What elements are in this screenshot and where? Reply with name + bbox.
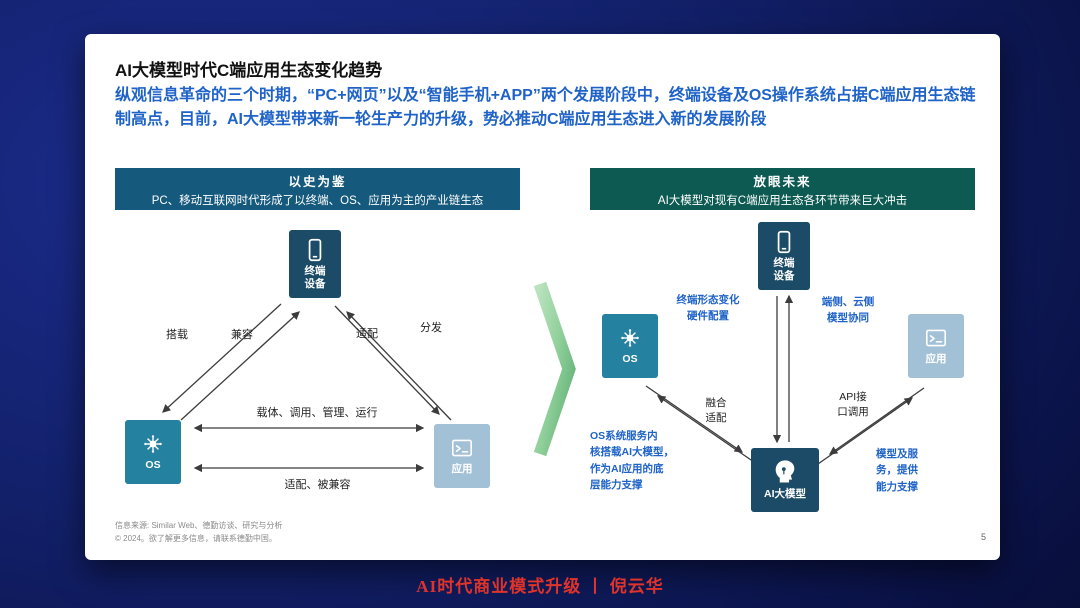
- transition-chevron-icon: [533, 281, 576, 457]
- edge-label-carrier: 载体、调用、管理、运行: [256, 407, 378, 419]
- os-label: OS: [145, 459, 161, 472]
- slide: AI大模型时代C端应用生态变化趋势 纵观信息革命的三个时期，“PC+网页”以及“…: [85, 34, 1000, 560]
- ai-chip-icon: [621, 329, 639, 348]
- ai-model-label: AI大模型: [764, 488, 806, 501]
- right-diagram: 终端 设备 OS: [590, 214, 975, 539]
- right-diagram-arrows: [645, 294, 925, 465]
- edge-label-adapt-compat: 适配、被兼容: [284, 479, 351, 491]
- right-panel-header: 放眼未来 AI大模型对现有C端应用生态各环节带来巨大冲击: [590, 168, 975, 210]
- note-api: API接 口调用: [837, 391, 869, 419]
- terminal-device-label: 终端 设备: [773, 256, 795, 282]
- note-os-support: OS系统服务内 核搭载AI大模型， 作为AI应用的底 层能力支撑: [590, 430, 674, 491]
- footer-caption: AI时代商业模式升级 丨 倪云华: [416, 577, 664, 596]
- ai-chip-icon: [144, 435, 162, 454]
- phone-icon: [308, 238, 322, 262]
- app-node: 应用: [434, 424, 490, 488]
- note-fusion: 融合 适配: [705, 397, 727, 425]
- ai-model-node: AI大模型: [751, 448, 819, 512]
- left-panel-header-subtitle: PC、移动互联网时代形成了以终端、OS、应用为主的产业链生态: [151, 194, 484, 207]
- terminal-window-icon: [451, 440, 473, 457]
- right-panel-header-subtitle: AI大模型对现有C端应用生态各环节带来巨大冲击: [657, 194, 908, 207]
- os-node-future: OS: [602, 314, 658, 378]
- left-panel-header-title: 以史为鉴: [288, 174, 347, 189]
- terminal-device-node-future: 终端 设备: [758, 222, 810, 290]
- right-panel-header-title: 放眼未来: [753, 174, 812, 189]
- terminal-window-icon: [925, 330, 947, 347]
- app-label: 应用: [451, 463, 473, 476]
- terminal-device-node: 终端 设备: [289, 230, 341, 298]
- footer-source: 信息来源: Similar Web、德勤访谈、研究与分析: [115, 521, 283, 530]
- left-panel-header: 以史为鉴 PC、移动互联网时代形成了以终端、OS、应用为主的产业链生态: [115, 168, 520, 210]
- footer-copyright: © 2024。欲了解更多信息，请联系德勤中国。: [115, 534, 277, 543]
- slide-title: AI大模型时代C端应用生态变化趋势: [115, 61, 383, 80]
- phone-icon: [777, 230, 791, 254]
- app-label: 应用: [925, 353, 947, 366]
- terminal-device-label: 终端 设备: [304, 264, 326, 290]
- left-diagram-arrows: [162, 303, 452, 473]
- os-node: OS: [125, 420, 181, 484]
- left-diagram: 终端 设备 OS: [115, 214, 520, 539]
- ai-head-icon: [775, 460, 795, 483]
- app-node-future: 应用: [908, 314, 964, 378]
- slide-intro: 纵观信息革命的三个时期，“PC+网页”以及“智能手机+APP”两个发展阶段中，终…: [115, 87, 976, 128]
- os-label: OS: [622, 353, 638, 366]
- edge-label-adapt: 适配: [356, 328, 378, 340]
- edge-label-compat: 兼容: [231, 329, 253, 341]
- note-edge-cloud: 端侧、云侧 模型协同: [821, 296, 875, 325]
- note-model-service: 模型及服 务，提供 能力支撑: [876, 448, 918, 493]
- page-number: 5: [980, 532, 986, 542]
- edge-label-mount: 搭载: [166, 329, 188, 341]
- note-terminal-hw: 终端形态变化 硬件配置: [676, 294, 740, 323]
- edge-label-distribute: 分发: [420, 322, 442, 334]
